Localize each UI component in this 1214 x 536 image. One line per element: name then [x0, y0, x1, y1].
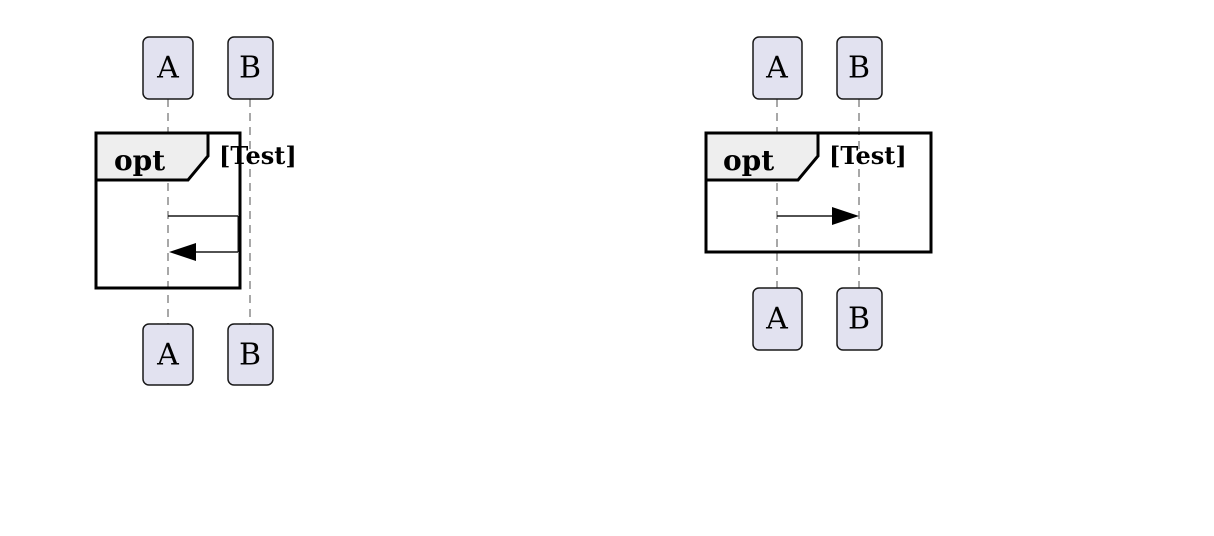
sequence-diagram-1: A B opt [Test] A B — [94, 36, 297, 386]
participant-label: B — [239, 338, 261, 373]
fragment-guard: [Test] — [829, 141, 907, 170]
participant-a-bottom[interactable]: A — [142, 323, 194, 386]
participant-b-bottom[interactable]: B — [836, 287, 883, 351]
fragment-keyword: opt — [723, 144, 774, 177]
arrowhead — [169, 243, 196, 261]
fragment-tab — [94, 131, 210, 182]
participant-a-top[interactable]: A — [752, 36, 803, 100]
participant-a-top[interactable]: A — [142, 36, 194, 100]
fragment-tab — [704, 131, 820, 182]
message-a-to-b[interactable] — [777, 207, 859, 225]
opt-fragment: opt [Test] — [94, 131, 297, 290]
participant-b-bottom[interactable]: B — [227, 323, 274, 386]
participant-label: A — [156, 338, 179, 373]
participant-a-bottom[interactable]: A — [752, 287, 803, 351]
participant-label: B — [239, 51, 261, 86]
sequence-diagram-2: A B opt [Test] A B — [704, 36, 933, 351]
participant-label: B — [848, 302, 870, 337]
message-self-return[interactable] — [169, 216, 239, 261]
participant-label: B — [848, 51, 870, 86]
opt-fragment: opt [Test] — [704, 131, 933, 254]
participant-label: A — [156, 51, 179, 86]
fragment-keyword: opt — [114, 144, 165, 177]
arrowhead — [832, 207, 859, 225]
participant-label: A — [765, 51, 788, 86]
participant-label: A — [765, 302, 788, 337]
participant-b-top[interactable]: B — [836, 36, 883, 100]
fragment-guard: [Test] — [219, 141, 297, 170]
participant-b-top[interactable]: B — [227, 36, 274, 100]
